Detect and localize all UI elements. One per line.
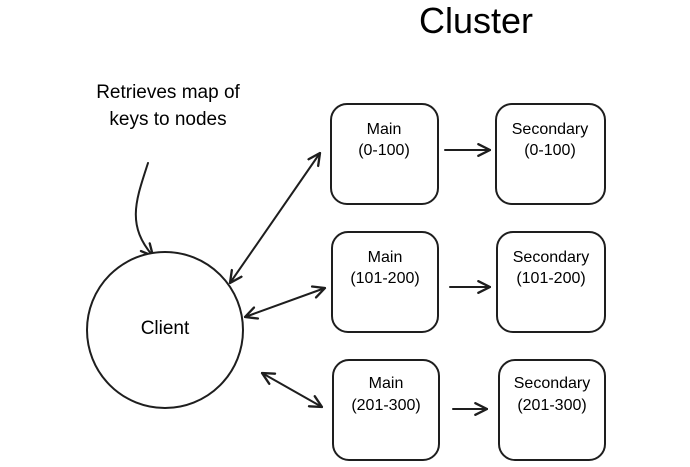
client-main-2-edge — [243, 285, 327, 320]
secondary-node-3-range: (201-300) — [517, 397, 586, 414]
client-main-3-edge — [260, 371, 324, 409]
secondary-node-3-title: Secondary — [514, 375, 591, 392]
secondary-node-1-range: (0-100) — [524, 142, 576, 159]
main-node-3-title: Main — [369, 375, 404, 392]
secondary-node-1-box — [495, 103, 606, 205]
secondary-node-2-box — [496, 231, 606, 333]
client-label: Client — [141, 318, 190, 339]
secondary-node-1-title: Secondary — [512, 121, 589, 138]
annotation-line-1: Retrieves map of — [96, 82, 240, 103]
main-node-2-box — [331, 231, 439, 333]
secondary-node-1: Secondary (0-100) — [495, 103, 606, 205]
main-node-3-range: (201-300) — [351, 397, 420, 414]
client-node: Client — [86, 251, 244, 409]
secondary-node-2: Secondary (101-200) — [496, 231, 606, 333]
main-node-1-box — [330, 103, 439, 205]
annotation-arrow — [134, 162, 155, 258]
secondary-node-2-title: Secondary — [513, 249, 590, 266]
main-node-1-range: (0-100) — [358, 142, 410, 159]
main-node-2: Main (101-200) — [331, 231, 439, 333]
main-node-3-box — [332, 359, 440, 461]
client-circle — [86, 251, 244, 409]
main-node-2-range: (101-200) — [350, 270, 419, 287]
main-node-2-title: Main — [368, 249, 403, 266]
secondary-node-2-range: (101-200) — [516, 270, 585, 287]
main-node-3: Main (201-300) — [332, 359, 440, 461]
client-main-1-edge — [228, 151, 322, 285]
secondary-node-3: Secondary (201-300) — [498, 359, 606, 461]
main-node-1: Main (0-100) — [330, 103, 439, 205]
diagram-title: Cluster — [419, 0, 533, 41]
main-node-1-title: Main — [367, 121, 402, 138]
secondary-node-3-box — [498, 359, 606, 461]
annotation-line-2: keys to nodes — [109, 109, 226, 130]
